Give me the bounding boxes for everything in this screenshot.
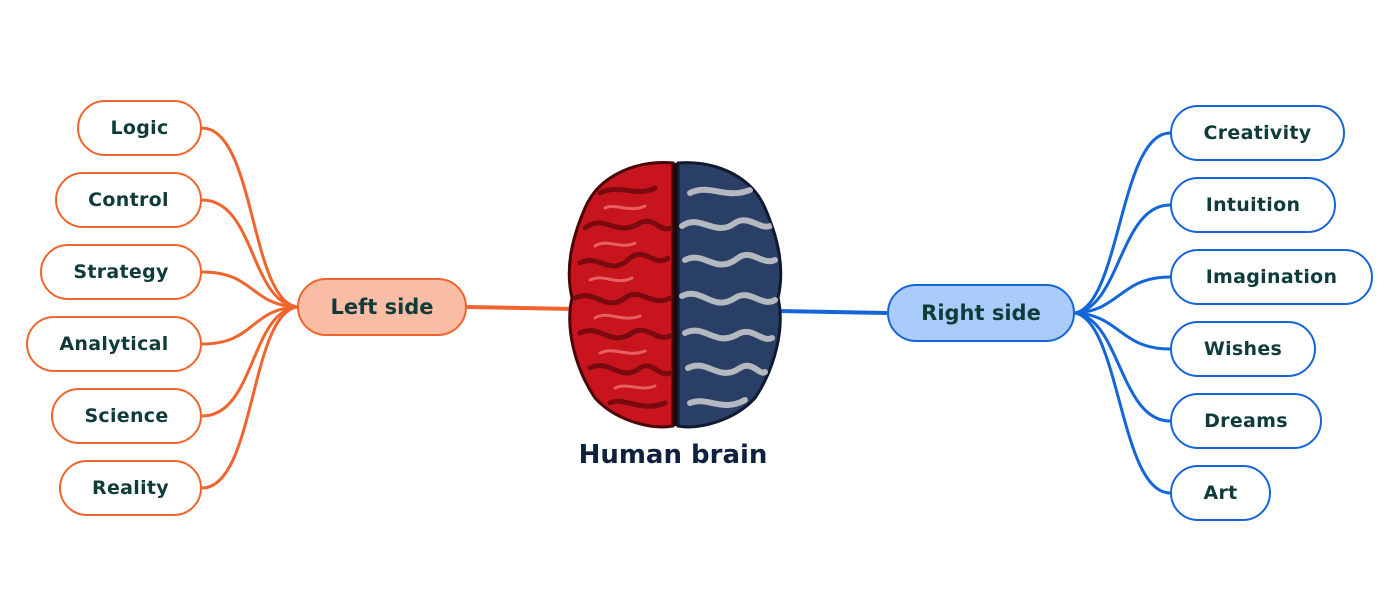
center-title: Human brain <box>578 440 768 470</box>
right-connector-art <box>1074 311 1171 495</box>
left-node-control[interactable]: Control <box>55 172 202 228</box>
left-node-logic[interactable]: Logic <box>77 100 202 156</box>
left-side-hub[interactable]: Left side <box>297 278 467 336</box>
left-connector-science <box>201 305 298 418</box>
left-node-strategy[interactable]: Strategy <box>40 244 202 300</box>
left-node-science[interactable]: Science <box>51 388 202 444</box>
right-node-intuition[interactable]: Intuition <box>1170 177 1336 233</box>
right-connector-wishes <box>1074 311 1171 351</box>
right-node-wishes[interactable]: Wishes <box>1170 321 1316 377</box>
left-node-reality[interactable]: Reality <box>59 460 202 516</box>
right-connector-imagination <box>1074 275 1171 315</box>
right-node-creativity[interactable]: Creativity <box>1170 105 1345 161</box>
right-node-art[interactable]: Art <box>1170 465 1271 521</box>
right-node-dreams[interactable]: Dreams <box>1170 393 1322 449</box>
left-connector-control <box>201 198 298 309</box>
right-node-imagination[interactable]: Imagination <box>1170 249 1373 305</box>
right-side-hub[interactable]: Right side <box>887 284 1075 342</box>
right-connector-creativity <box>1074 131 1171 315</box>
right-connector-intuition <box>1074 203 1171 315</box>
brain-icon <box>567 161 783 429</box>
left-connector-analytical <box>201 305 298 346</box>
right-hub-to-brain-connector <box>777 309 888 315</box>
right-connector-dreams <box>1074 311 1171 423</box>
left-connector-strategy <box>201 270 298 309</box>
left-hub-to-brain-connector <box>466 305 576 311</box>
left-node-analytical[interactable]: Analytical <box>26 316 202 372</box>
left-hemisphere <box>567 161 675 429</box>
left-connector-reality <box>201 305 298 490</box>
left-connector-logic <box>201 126 298 309</box>
right-hemisphere <box>676 161 783 429</box>
